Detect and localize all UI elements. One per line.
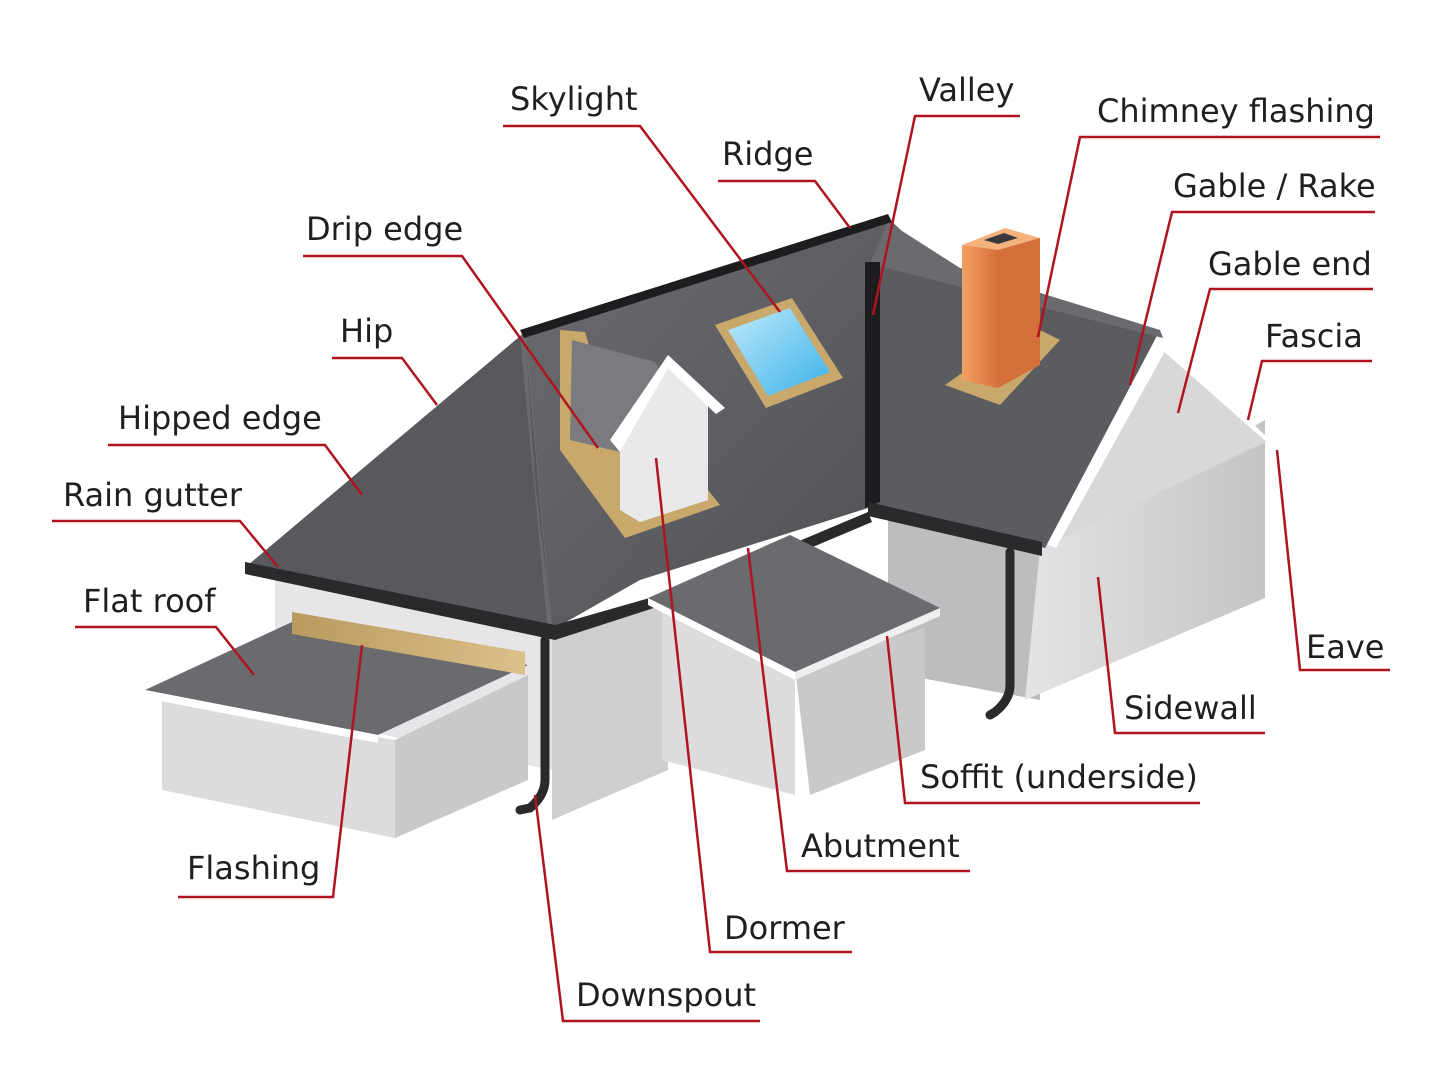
leader-soffit [885,635,1200,805]
valley-line [865,262,880,508]
leader-ridge [718,179,852,229]
leader-lines [52,114,1390,1023]
downspout-left [515,635,550,815]
label-chimney-flashing: Chimney flashing [1097,92,1375,130]
skylight-shape [715,298,843,408]
house-illustration [145,214,1278,838]
flat-roof-block [145,612,528,838]
leader-hipped-edge [108,443,364,496]
leader-downspout [533,794,760,1023]
label-hip: Hip [340,312,393,350]
label-abutment: Abutment [801,827,960,865]
label-soffit: Soffit (underside) [920,758,1198,796]
leader-flashing [178,644,364,899]
leader-gable-end [1176,287,1373,414]
label-gable-rake: Gable / Rake [1173,167,1376,205]
leader-valley [871,114,1020,316]
downspout-right [985,547,1015,720]
label-valley: Valley [919,71,1014,109]
label-skylight: Skylight [510,80,638,118]
label-sidewall: Sidewall [1124,689,1257,727]
leader-drip-edge [303,254,600,449]
label-fascia: Fascia [1265,317,1363,355]
label-downspout: Downspout [576,976,756,1014]
label-flashing: Flashing [187,849,320,887]
label-drip-edge: Drip edge [306,210,463,248]
dormer-shape [560,330,725,538]
middle-roof [648,535,940,680]
leader-flat-roof [75,625,255,676]
leader-hip [332,356,439,406]
leader-gable-rake [1128,210,1375,386]
label-hipped-edge: Hipped edge [118,399,322,437]
leader-eave [1275,449,1390,672]
label-rain-gutter: Rain gutter [63,476,243,514]
chimney-shape [945,228,1060,405]
leader-chimney-flashing [1036,135,1380,338]
leader-rain-gutter [52,519,279,568]
valley-gutter [868,502,1042,556]
leader-fascia [1246,359,1372,421]
right-wing-walls [888,338,1278,700]
label-flat-roof: Flat roof [83,582,216,620]
part-labels: Skylight Valley Chimney flashing Ridge G… [63,71,1384,1014]
label-gable-end: Gable end [1208,245,1372,283]
leader-skylight [503,124,781,313]
leader-dormer [654,457,852,954]
label-dormer: Dormer [724,909,846,947]
label-eave: Eave [1306,628,1384,666]
leader-abutment [746,547,970,873]
leader-sidewall [1096,576,1265,735]
label-ridge: Ridge [722,135,813,173]
